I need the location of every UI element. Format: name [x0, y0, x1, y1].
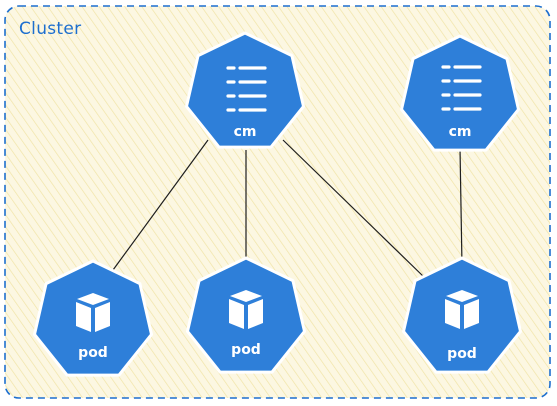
node-cm1[interactable]: cm: [185, 31, 305, 149]
node-label: pod: [447, 346, 477, 362]
configmap-icon: [226, 66, 267, 112]
pod-cube-icon: [445, 290, 479, 329]
node-label: cm: [234, 124, 257, 140]
node-label: pod: [78, 345, 108, 361]
node-pod1[interactable]: pod: [33, 259, 153, 377]
pod-cube-icon: [229, 290, 263, 329]
configmap-icon: [441, 65, 482, 111]
node-cm2[interactable]: cm: [400, 34, 520, 152]
pod-cube-icon: [76, 293, 110, 332]
node-label: pod: [231, 342, 261, 358]
cluster-label: Cluster: [19, 19, 81, 39]
node-pod2[interactable]: pod: [186, 256, 306, 374]
edge-cm1-pod3: [282, 139, 426, 279]
edge-cm1-pod1: [112, 139, 209, 271]
edge-cm2-pod3: [459, 147, 463, 267]
edges: [112, 139, 463, 279]
node-pod3[interactable]: pod: [402, 256, 522, 374]
node-label: cm: [449, 124, 472, 140]
